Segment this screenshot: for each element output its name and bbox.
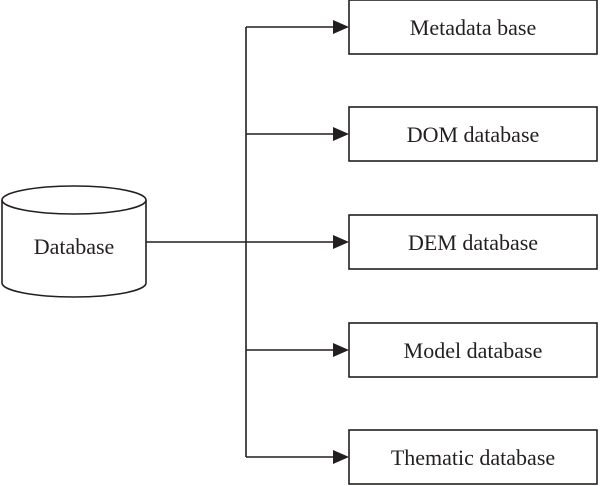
target-database-dem: DEM database xyxy=(348,214,598,270)
target-database-thematic: Thematic database xyxy=(348,429,598,485)
target-label: Thematic database xyxy=(391,445,555,470)
target-database-metadata-base: Metadata base xyxy=(348,0,598,55)
arrowhead xyxy=(333,450,349,464)
target-box xyxy=(348,0,598,55)
target-label: DEM database xyxy=(408,230,538,255)
target-database-model: Model database xyxy=(348,322,598,378)
target-box xyxy=(348,214,598,270)
source-database-label: Database xyxy=(34,234,115,259)
target-box xyxy=(348,106,598,162)
target-database-dom: DOM database xyxy=(348,106,598,162)
arrowhead xyxy=(333,235,349,249)
cylinder-top xyxy=(1,185,147,215)
source-database-cylinder: Database xyxy=(1,185,147,298)
arrowhead xyxy=(333,343,349,357)
target-box xyxy=(348,322,598,378)
cylinder-body xyxy=(1,200,147,298)
target-label: DOM database xyxy=(407,122,540,147)
arrowhead xyxy=(333,20,349,34)
arrowhead xyxy=(333,127,349,141)
target-label: Model database xyxy=(404,338,543,363)
target-label: Metadata base xyxy=(410,15,536,40)
target-box xyxy=(348,429,598,485)
connectors xyxy=(146,20,349,464)
